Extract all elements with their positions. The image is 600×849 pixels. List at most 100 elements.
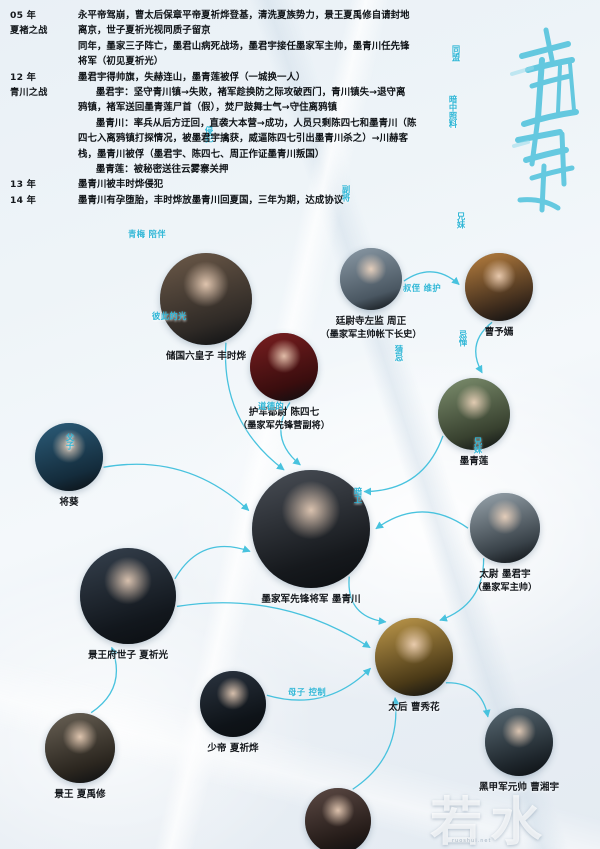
graph-node-xiaqiguang[interactable]: 景王府世子 夏祈光: [80, 548, 176, 661]
graph-node-taihou[interactable]: 太后 曹秀花: [375, 618, 453, 713]
timeline-row: 13 年 墨青川被丰时烨侵犯: [10, 177, 590, 192]
relationship-label: 彼此的光: [152, 311, 187, 321]
timeline-year-line: 12 年: [10, 71, 36, 83]
relationship-edge: [375, 511, 469, 530]
avatar: [250, 333, 318, 401]
timeline-line: 墨青莲：被秘密送往云雾寨关押: [95, 164, 229, 176]
graph-node-suqi[interactable]: 苏七: [305, 788, 371, 849]
graph-node-label: 太后 曹秀花: [388, 701, 439, 714]
avatar-portrait: [250, 333, 318, 401]
relationship-label: 兄妹: [473, 437, 483, 454]
graph-node-mojunyu[interactable]: 太尉 墨君宇 （墨家军主帅）: [470, 493, 540, 593]
avatar: [35, 423, 103, 491]
graph-node-name: 景王府世子 夏祈光: [87, 650, 169, 661]
avatar-portrait: [80, 548, 176, 644]
timeline-year-line: 05 年: [10, 10, 36, 21]
graph-node-moqinglian[interactable]: 墨青莲: [438, 378, 510, 467]
timeline-line: 墨青川被丰时烨侵犯: [78, 179, 164, 191]
timeline-year: 05 年夏褚之战: [10, 8, 78, 39]
timeline-line: 墨青川：率兵从后方迂回，直袭大本营→成功，人员只剩陈四七和墨青川（陈: [95, 117, 417, 129]
avatar-portrait: [470, 493, 540, 563]
avatar: [340, 248, 402, 310]
relationship-label: 道德的: [258, 401, 285, 411]
graph-node-label: 护军都尉 陈四七 （墨家军先锋营副将）: [238, 406, 330, 432]
graph-node-label: 储国六皇子 丰时烨: [166, 350, 246, 363]
timeline-line: 永平帝驾崩，曹太后保章平帝夏祈烨登基，清洗夏族势力，景王夏禹修自请封地: [78, 10, 410, 21]
relationship-label: 兄妹: [456, 212, 466, 229]
avatar-portrait: [438, 378, 510, 450]
timeline-year-line: 13 年: [10, 179, 36, 191]
relationship-edge: [266, 667, 371, 701]
relationship-label: 父子: [65, 433, 75, 450]
timeline-year-line: 夏褚之战: [10, 25, 48, 37]
graph-node-zhouzheng[interactable]: 廷尉寺左监 周正（墨家军主帅帐下长史）: [320, 248, 422, 340]
timeline-row: 12 年青川之战墨君宇得帅旗，失赫连山，墨青莲被俘（一城换一人） 墨君宇：坚守青川…: [10, 70, 590, 178]
graph-node-jingwang[interactable]: 景王 夏禹修: [45, 713, 115, 800]
character-relationship-graph: 储国六皇子 丰时烨 廷尉寺左监 周正（墨家军主帅帐下长史） 曹予嫣护军都尉 陈四七 （…: [0, 45, 600, 849]
graph-node-label: 曹予嫣: [485, 326, 514, 339]
graph-node-name: 墨家军先锋将军 墨青川: [261, 594, 361, 605]
timeline-year: 12 年青川之战: [10, 70, 78, 101]
graph-node-label: 廷尉寺左监 周正（墨家军主帅帐下长史）: [320, 315, 421, 341]
graph-node-label: 将葵: [59, 496, 78, 509]
graph-node-caoyuyan[interactable]: 曹予嫣: [465, 253, 533, 338]
graph-node-moqingchuan[interactable]: 墨家军先锋将军 墨青川: [252, 470, 370, 605]
relationship-edge: [280, 402, 301, 466]
graph-node-name: 护军都尉 陈四七: [248, 407, 320, 418]
relationship-edge: [352, 697, 400, 790]
graph-node-label: 黑甲军元帅 曹湘宇: [479, 781, 559, 794]
graph-node-name: 墨青莲: [459, 456, 489, 467]
timeline-line: 鸦镇，褚军送回墨青莲尸首（假），焚尸鼓舞士气→守住离鸦镇: [78, 102, 338, 114]
timeline-body: 永平帝驾崩，曹太后保章平帝夏祈烨登基，清洗夏族势力，景王夏禹修自请封地离京，世子…: [78, 8, 590, 70]
avatar-portrait: [160, 253, 252, 345]
timeline-body: 墨青川有孕堕胎，丰时烨放墨青川回夏国，三年为期，达成协议: [78, 193, 590, 208]
timeline-body: 墨君宇得帅旗，失赫连山，墨青莲被俘（一城换一人） 墨君宇：坚守青川镇→失败，褚军趁…: [78, 70, 590, 178]
timeline-line: 离京，世子夏祈光视同质子留京: [78, 25, 211, 37]
graph-node-shaodi[interactable]: 少帝 夏祈烨: [200, 671, 266, 754]
avatar-portrait: [465, 253, 533, 321]
graph-node-name: 太尉 墨君宇: [479, 569, 531, 580]
timeline-row: 05 年夏褚之战永平帝驾崩，曹太后保章平帝夏祈烨登基，清洗夏族势力，景王夏禹修自…: [10, 8, 590, 70]
avatar: [305, 788, 371, 849]
graph-node-subtitle: （墨家军主帅）: [472, 582, 538, 593]
timeline-line: 墨君宇：坚守青川镇→失败，褚军趁换防之际攻破西门，青川镇失→退守离: [95, 87, 406, 99]
relationship-label: 暗卫: [353, 487, 363, 504]
avatar: [375, 618, 453, 696]
timeline-line: 墨君宇得帅旗，失赫连山，墨青莲被俘（一城换一人）: [78, 71, 306, 83]
avatar-portrait: [45, 713, 115, 783]
relationship-edge: [363, 435, 444, 496]
timeline-text-block: 05 年夏褚之战永平帝驾崩，曹太后保章平帝夏祈烨登基，清洗夏族势力，景王夏禹修自…: [0, 0, 600, 228]
avatar: [80, 548, 176, 644]
graph-node-caoxiangyu[interactable]: 黑甲军元帅 曹湘宇: [479, 708, 559, 793]
graph-node-name: 太后 曹秀花: [388, 702, 440, 713]
avatar-portrait: [35, 423, 103, 491]
graph-node-jiangkui[interactable]: 将葵: [35, 423, 103, 508]
graph-node-name: 曹予嫣: [484, 327, 514, 338]
relationship-edge: [103, 463, 250, 511]
relationship-label: 同盟: [451, 45, 461, 62]
timeline-line: 墨青川有孕堕胎，丰时烨放墨青川回夏国，三年为期，达成协议: [78, 194, 344, 206]
avatar-portrait: [200, 671, 266, 737]
relationship-label: 暗中照料: [448, 95, 458, 129]
graph-node-name: 景王 夏禹修: [54, 789, 106, 800]
graph-node-label: 太尉 墨君宇 （墨家军主帅）: [473, 568, 537, 594]
relationship-label: 忌惮: [458, 330, 468, 347]
avatar-portrait: [375, 618, 453, 696]
timeline-body: 墨青川被丰时烨侵犯: [78, 177, 590, 192]
graph-node-name: 少帝 夏祈烨: [207, 743, 259, 754]
graph-node-fengshiye[interactable]: 储国六皇子 丰时烨: [160, 253, 252, 362]
graph-node-chensiqi[interactable]: 护军都尉 陈四七 （墨家军先锋营副将）: [238, 333, 330, 431]
graph-node-subtitle: （墨家军先锋营副将）: [238, 420, 330, 431]
timeline-line: 四七入离鸦镇打探情况，被墨君宇擒获，威逼陈四七引出墨青川杀之）→川赫客: [78, 133, 409, 145]
avatar: [252, 470, 370, 588]
avatar: [470, 493, 540, 563]
graph-node-name: 将葵: [59, 497, 79, 508]
timeline-line: 将军（初见夏祈光）: [78, 56, 164, 68]
avatar-portrait: [340, 248, 402, 310]
relationship-label: 叔侄 维护: [403, 283, 442, 293]
graph-node-label: 墨青莲: [460, 455, 489, 468]
relationship-edge: [90, 646, 118, 714]
timeline-year: 14 年: [10, 193, 78, 208]
timeline-row: 14 年墨青川有孕堕胎，丰时烨放墨青川回夏国，三年为期，达成协议: [10, 193, 590, 208]
timeline-line: 同年，墨家三子阵亡，墨君山病死战场，墨君宇接任墨家军主帅，墨青川任先锋: [78, 40, 410, 52]
